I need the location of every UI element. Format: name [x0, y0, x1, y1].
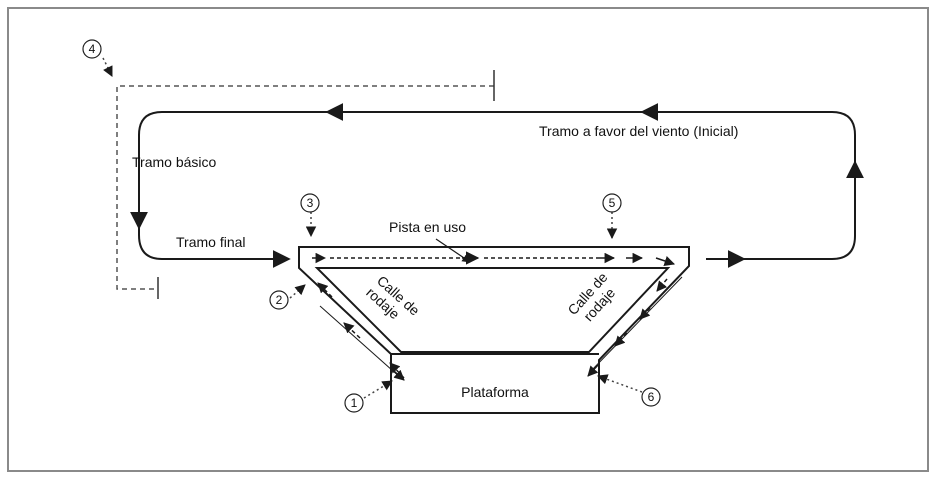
base-label: Tramo básico	[132, 154, 217, 170]
marker-1-number: 1	[351, 396, 358, 410]
runway-inner-island	[314, 267, 671, 353]
downwind-label: Tramo a favor del viento (Inicial)	[539, 123, 738, 139]
marker-4: 4	[82, 39, 102, 59]
marker-4-number: 4	[89, 42, 96, 56]
marker-2-pointer	[289, 284, 306, 299]
right-taxi-down-1	[656, 278, 668, 292]
runway-exit-arrow	[655, 256, 675, 266]
marker-5-number: 5	[609, 196, 616, 210]
right-taxi-line	[589, 276, 683, 373]
runway-label-pointer	[435, 238, 471, 263]
left-taxi-line	[319, 305, 403, 380]
marker-6-pointer	[597, 374, 643, 393]
marker-3: 3	[300, 193, 320, 213]
right-taxi-down-2	[639, 307, 651, 320]
circuit-path	[138, 111, 856, 260]
marker-2: 2	[269, 290, 289, 310]
final-label: Tramo final	[176, 234, 246, 250]
left-taxi-up-3	[317, 282, 333, 298]
marker-6: 6	[641, 387, 661, 407]
marker-6-number: 6	[648, 390, 655, 404]
left-taxi-down	[393, 369, 405, 381]
marker-4-pointer	[102, 57, 113, 77]
outer-frame	[7, 7, 929, 472]
marker-1: 1	[344, 393, 364, 413]
apron-label: Plataforma	[461, 384, 529, 400]
marker-1-pointer	[363, 380, 393, 399]
marker-3-number: 3	[307, 196, 314, 210]
right-taxi-end	[587, 364, 599, 377]
left-taxi-up-2	[343, 322, 361, 339]
marker-2-number: 2	[276, 293, 283, 307]
marker-5: 5	[602, 193, 622, 213]
dashed-overhead-line	[116, 85, 494, 290]
runway-label: Pista en uso	[389, 219, 466, 235]
